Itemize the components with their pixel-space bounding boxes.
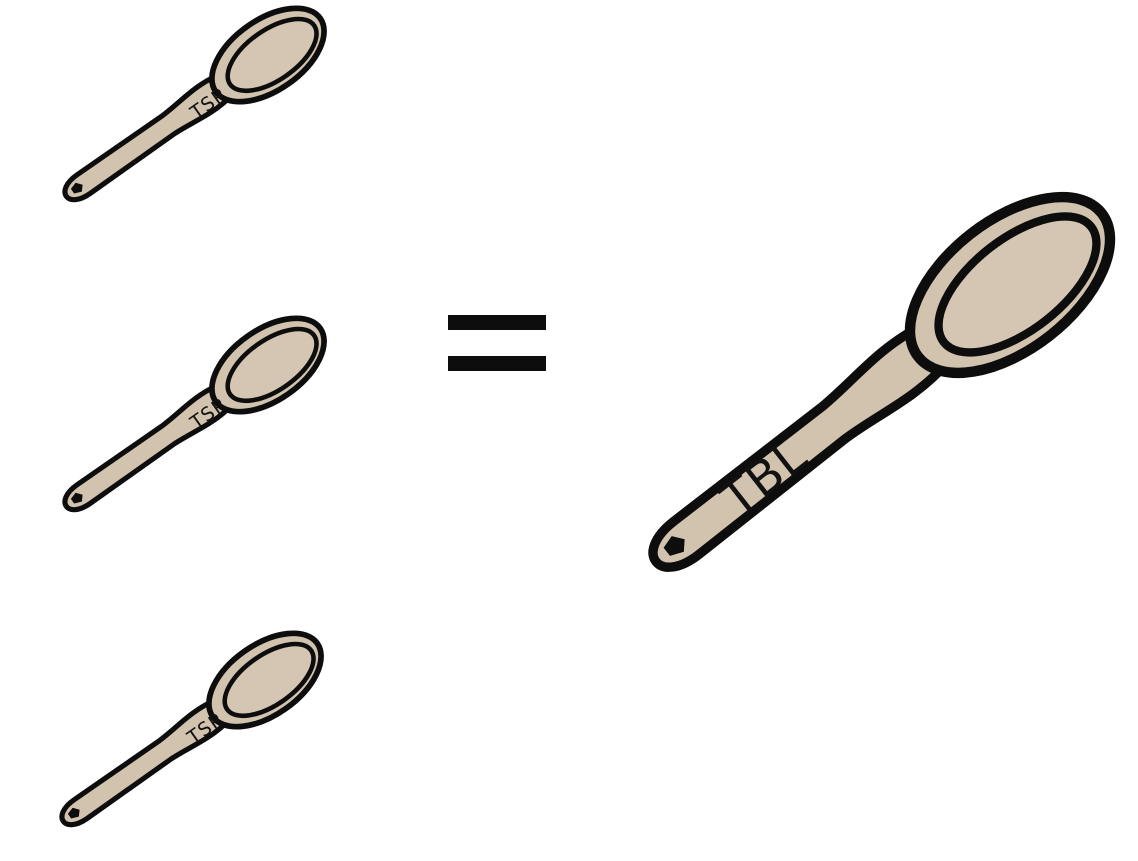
tablespoon: TBL (616, 162, 1138, 612)
teaspoon-1: TSP (46, 0, 341, 225)
teaspoon-3: TSP (43, 614, 338, 850)
equals-sign (448, 315, 546, 371)
teaspoon-2: TSP (46, 299, 341, 535)
